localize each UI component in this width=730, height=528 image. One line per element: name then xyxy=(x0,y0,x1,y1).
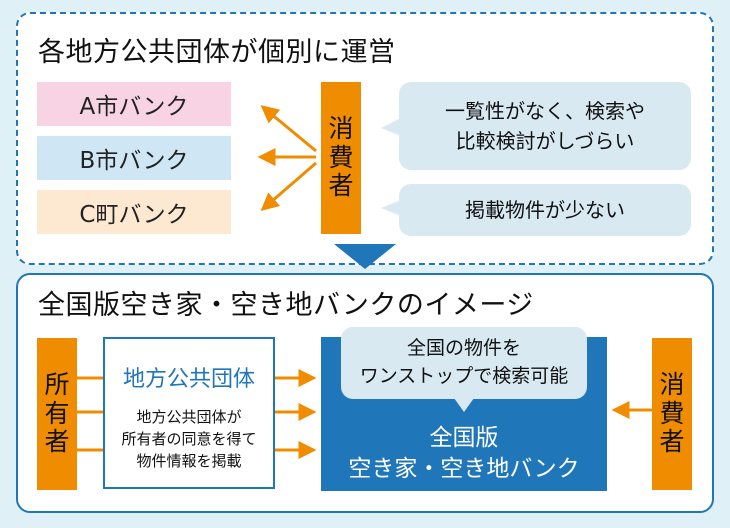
issue-bubble-few-listings: 掲載物件が少ない xyxy=(399,184,691,236)
consumer-box-bottom: 消 費 者 xyxy=(652,338,692,490)
local-government-box: 地方公共団体 地方公共団体が 所有者の同意を得て 物件情報を掲載 xyxy=(103,337,275,489)
top-section-title: 各地方公共団体が個別に運営 xyxy=(38,37,396,68)
consumer-box-top: 消 費 者 xyxy=(321,82,361,234)
owner-box: 所 有 者 xyxy=(37,338,77,490)
issue-bubble-tail-1 xyxy=(381,118,401,136)
transition-arrow xyxy=(334,244,396,269)
national-bank-bubble-tail xyxy=(454,398,474,412)
local-government-description: 地方公共団体が 所有者の同意を得て 物件情報を掲載 xyxy=(121,408,257,470)
bank-c: C町バンク xyxy=(37,190,231,234)
national-bank-bubble: 全国の物件を ワンストップで検索可能 xyxy=(341,327,587,399)
issue-bubble-search: 一覧性がなく、検索や 比較検討がしづらい xyxy=(399,82,691,170)
arrow-consumer-to-bank-c xyxy=(260,161,317,211)
national-bank-name: 全国版 空き家・空き地バンク xyxy=(348,425,580,483)
issue-bubble-tail-2 xyxy=(381,200,401,216)
bank-b: B市バンク xyxy=(37,136,231,180)
local-government-heading: 地方公共団体 xyxy=(122,367,255,392)
arrow-consumer-to-bank-a xyxy=(260,105,317,153)
bottom-section-title: 全国版空き家・空き地バンクのイメージ xyxy=(38,290,534,321)
bank-a: A市バンク xyxy=(37,82,231,126)
